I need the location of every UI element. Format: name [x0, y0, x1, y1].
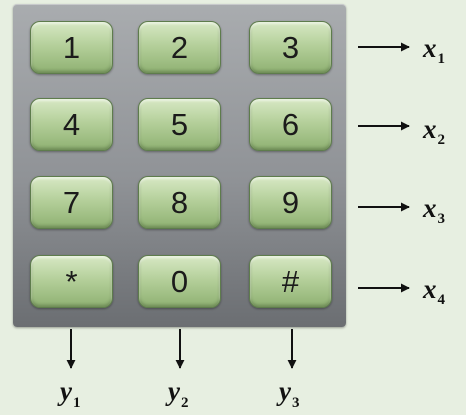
key-6[interactable]: 6 — [249, 98, 332, 151]
row-label-1: x1 — [422, 33, 445, 67]
key-star[interactable]: * — [30, 255, 113, 308]
key-9[interactable]: 9 — [249, 176, 332, 229]
column-label-3: y3 — [276, 376, 299, 411]
key-3[interactable]: 3 — [249, 21, 332, 74]
row-label-2: x2 — [422, 114, 445, 148]
key-2[interactable]: 2 — [138, 21, 221, 74]
row-label-4: x4 — [422, 274, 446, 308]
key-0[interactable]: 0 — [138, 255, 221, 308]
column-label-2: y2 — [165, 376, 188, 411]
key-1[interactable]: 1 — [30, 21, 113, 74]
column-label-1: y1 — [57, 376, 80, 411]
key-7[interactable]: 7 — [30, 176, 113, 229]
keypad-frame: 1 2 3 4 5 6 7 8 9 * 0 # — [13, 4, 346, 327]
key-4[interactable]: 4 — [30, 98, 113, 151]
key-8[interactable]: 8 — [138, 176, 221, 229]
key-5[interactable]: 5 — [138, 98, 221, 151]
key-hash[interactable]: # — [249, 255, 332, 308]
row-label-3: x3 — [422, 193, 445, 227]
